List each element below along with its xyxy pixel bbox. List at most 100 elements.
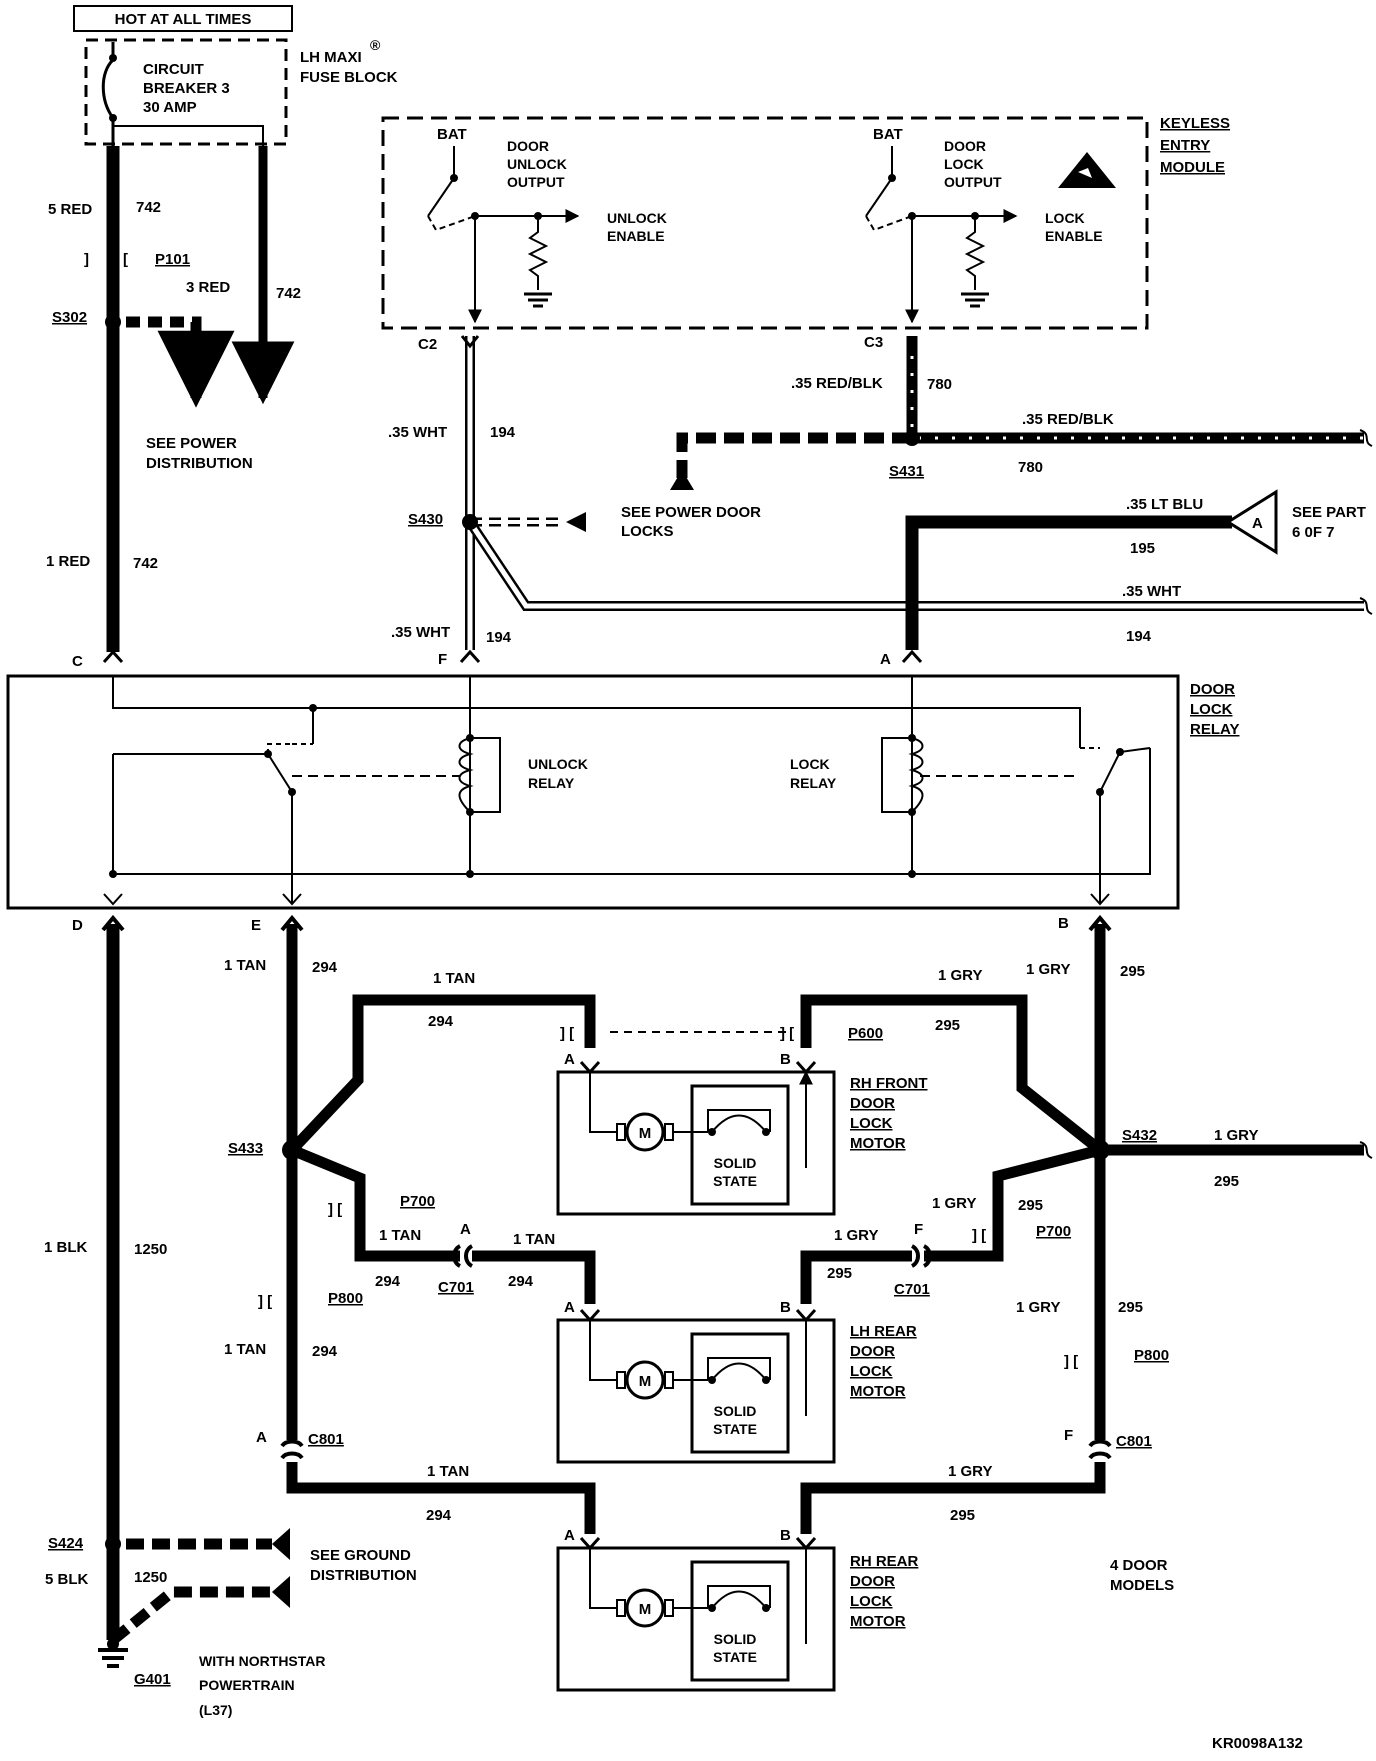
diagram-code: KR0098A132: [1212, 1735, 1303, 1752]
label-35ltblu: .35 LT BLU: [1126, 496, 1203, 513]
see-part-connector-letter: A: [1252, 515, 1263, 532]
label-780-b: 780: [1018, 459, 1043, 476]
see-part-2: 6 0F 7: [1292, 524, 1335, 541]
see-power-distribution-1: SEE POWER: [146, 435, 237, 452]
label-1gry-d: 1 GRY: [932, 1195, 976, 1212]
c701-f-connector: [910, 1244, 932, 1268]
label-35redblk-a: .35 RED/BLK: [791, 375, 883, 392]
label-1250-a: 1250: [134, 1241, 167, 1258]
connector-p600-mark-right: ] [: [780, 1025, 794, 1042]
label-1gry-e: 1 GRY: [834, 1227, 878, 1244]
lock-enable-1: LOCK: [1045, 210, 1085, 226]
see-part-1: SEE PART: [1292, 504, 1366, 521]
connector-p700-right-mark: ] [: [972, 1227, 986, 1244]
s302-dashed-branch: [126, 316, 235, 408]
rh-front-label-2: DOOR: [850, 1095, 895, 1112]
hot-at-all-times-box: [73, 5, 293, 32]
svg-text:STATE: STATE: [713, 1173, 757, 1189]
northstar-label-1: WITH NORTHSTAR: [199, 1653, 326, 1669]
rh-rear-door-lock-motor: A B M SOLID STATE: [556, 1527, 836, 1692]
connector-p700-right: P700: [1036, 1223, 1071, 1240]
s431-dashed-branch: [676, 432, 912, 478]
label-1tan-a: 1 TAN: [224, 957, 266, 974]
keyless-module-label-2: ENTRY: [1160, 137, 1210, 154]
rh-front-label-4: MOTOR: [850, 1135, 906, 1152]
label-742c: 742: [133, 555, 158, 572]
connector-p800-left-mark: ] [: [258, 1293, 272, 1310]
relay-title-2: LOCK: [1190, 701, 1233, 718]
northstar-dashed-branch: [109, 1586, 272, 1645]
unlock-enable-2: ENABLE: [607, 228, 665, 244]
connector-p700-left-mark: ] [: [328, 1201, 342, 1218]
label-195: 195: [1130, 540, 1155, 557]
power-door-locks-triangle: [670, 470, 694, 490]
label-1red: 1 RED: [46, 553, 90, 570]
lock-pulldown-resistor: [964, 216, 986, 290]
label-294-a: 294: [312, 959, 338, 976]
lock-output-1: DOOR: [944, 138, 986, 154]
northstar-label-3: (L37): [199, 1702, 232, 1718]
lh-rear-label-3: LOCK: [850, 1363, 893, 1380]
label-1250-b: 1250: [134, 1569, 167, 1586]
keyless-module-label-1: KEYLESS: [1160, 115, 1230, 132]
rh-rear-label-4: MOTOR: [850, 1613, 906, 1630]
fuse-block-box: [84, 38, 288, 146]
see-ground-distribution-2: DISTRIBUTION: [310, 1567, 417, 1584]
relay-pin-b: B: [1058, 915, 1069, 932]
keyless-entry-module-box: [381, 116, 1149, 330]
lh-rear-door-lock-motor: A B M SOLID STATE: [556, 1299, 836, 1464]
connector-p101-mark: ]: [84, 251, 89, 268]
lock-relay-2: RELAY: [790, 775, 837, 791]
label-3red: 3 RED: [186, 279, 230, 296]
lock-output-3: OUTPUT: [944, 174, 1002, 190]
label-5red: 5 RED: [48, 201, 92, 218]
svg-text:SOLID: SOLID: [714, 1403, 757, 1419]
ground-g401-label: G401: [134, 1671, 171, 1688]
see-power-distribution-2: DISTRIBUTION: [146, 455, 253, 472]
unlock-enable-1: UNLOCK: [607, 210, 667, 226]
fuse-block-label-1: LH MAXI: [300, 49, 362, 66]
splice-s302-label: S302: [52, 309, 87, 326]
connector-c3: C3: [864, 334, 883, 351]
splice-s430: [462, 514, 478, 530]
relay-pin-f: F: [438, 651, 447, 668]
relay-pin-d: D: [72, 917, 83, 934]
wire-780-red-blk: [906, 336, 1364, 444]
connector-c801-a-pin: A: [256, 1429, 267, 1446]
label-780-a: 780: [927, 376, 952, 393]
models-label-1: 4 DOOR: [1110, 1557, 1168, 1574]
see-power-door-locks-2: LOCKS: [621, 523, 674, 540]
label-295-e: 295: [827, 1265, 852, 1282]
unlock-relay-1: UNLOCK: [528, 756, 588, 772]
svg-text:M: M: [639, 1601, 652, 1618]
connector-p101-mark-2: [: [123, 251, 128, 268]
lock-enable-2: ENABLE: [1045, 228, 1103, 244]
splice-s424: [105, 1536, 121, 1552]
ground-icon-lock: [961, 292, 989, 308]
splice-s433-label: S433: [228, 1140, 263, 1157]
label-1tan-f: 1 TAN: [427, 1463, 469, 1480]
rh-front-door-lock-motor: A B M SOLID STATE: [556, 1051, 836, 1216]
svg-text:A: A: [564, 1051, 575, 1068]
fuse-block-reg-mark: ®: [370, 37, 381, 53]
label-1tan-b: 1 TAN: [433, 970, 475, 987]
relay-pin-e: E: [251, 917, 261, 934]
fuse-block-label-2: FUSE BLOCK: [300, 69, 398, 86]
see-ground-distribution-1: SEE GROUND: [310, 1547, 411, 1564]
label-1gry-a: 1 GRY: [938, 967, 982, 984]
label-194-c: 194: [1126, 628, 1152, 645]
lh-rear-label-2: DOOR: [850, 1343, 895, 1360]
label-1gry-f: 1 GRY: [1016, 1299, 1060, 1316]
svg-text:A: A: [564, 1299, 575, 1316]
circuit-breaker-name-1: CIRCUIT: [143, 61, 204, 78]
unlock-output-1: DOOR: [507, 138, 549, 154]
splice-s430-label: S430: [408, 511, 443, 528]
label-5blk: 5 BLK: [45, 1571, 89, 1588]
connector-p800-right-mark: ] [: [1064, 1353, 1078, 1370]
see-part-connector-a: [1225, 489, 1278, 555]
rh-front-label-3: LOCK: [850, 1115, 893, 1132]
relay-title-3: RELAY: [1190, 721, 1239, 738]
rh-front-label-1: RH FRONT: [850, 1075, 928, 1092]
label-35redblk-b: .35 RED/BLK: [1022, 411, 1114, 428]
